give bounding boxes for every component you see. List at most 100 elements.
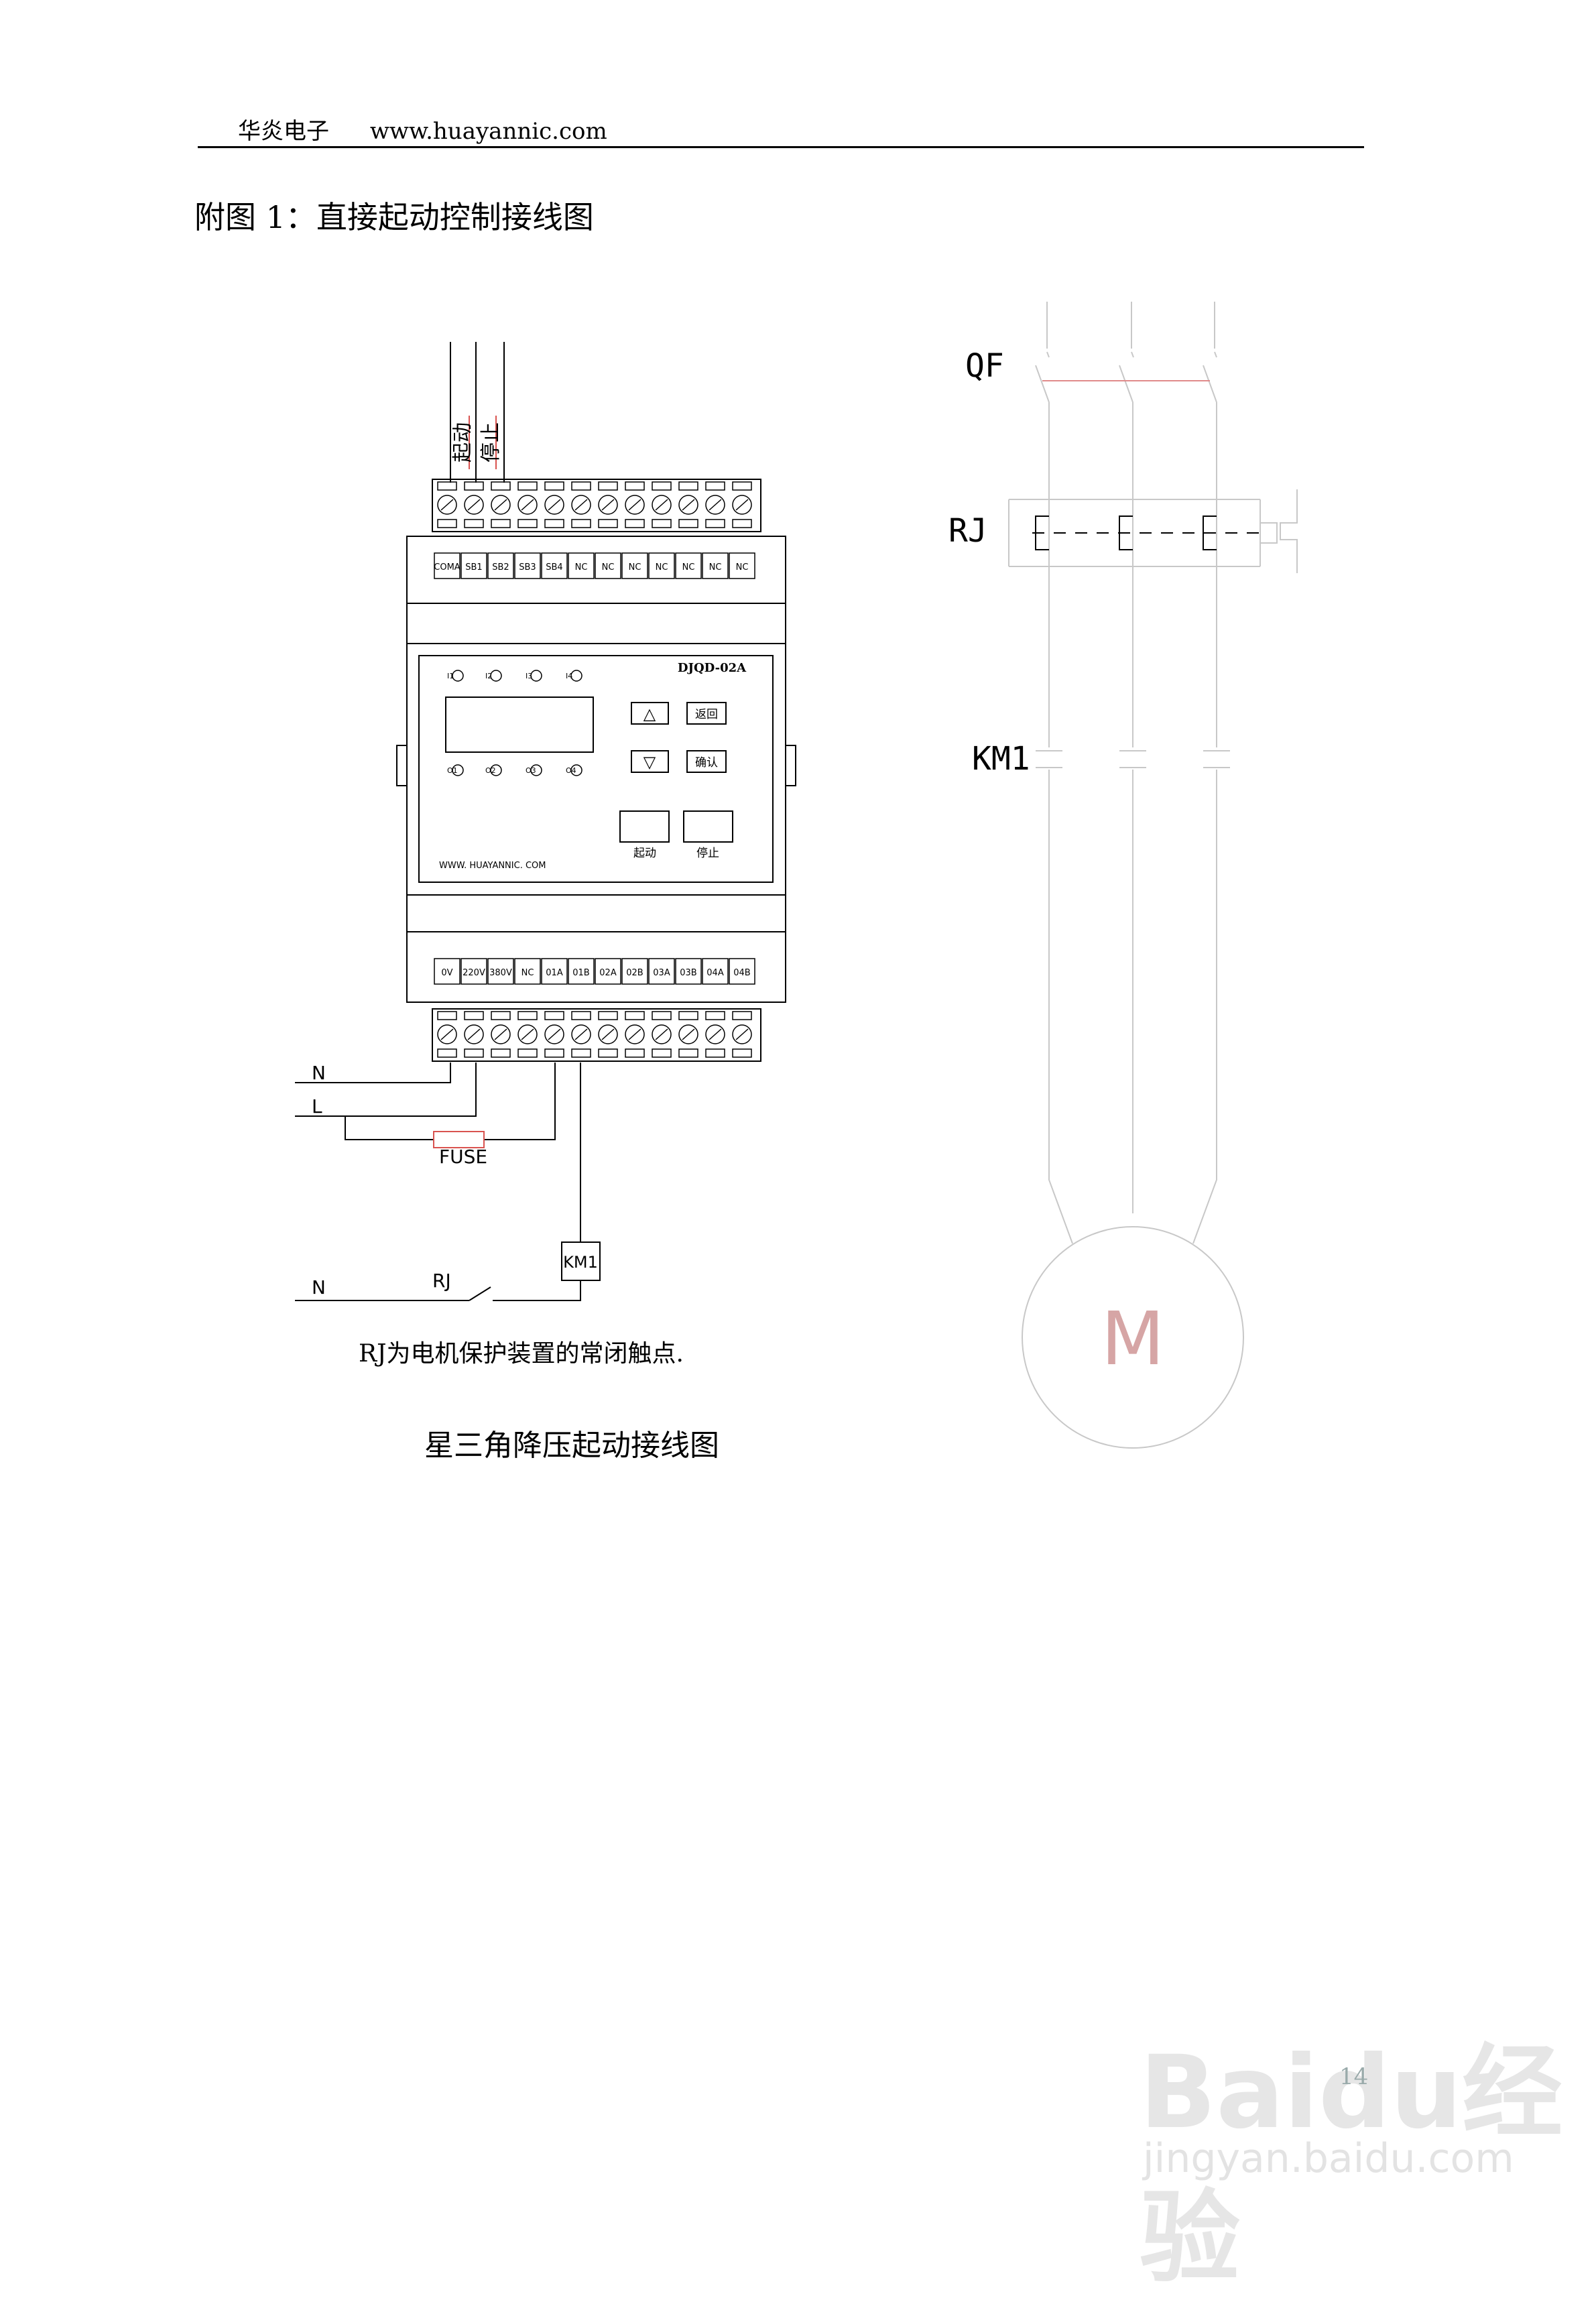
top-screw-3 xyxy=(491,481,511,528)
svg-text:03A: 03A xyxy=(653,968,670,978)
bottom-screw-10 xyxy=(678,1011,698,1058)
back-button[interactable]: 返回 xyxy=(686,702,727,725)
panel-url: WWW. HUAYANNIC. COM xyxy=(439,861,546,871)
bottom-screw-12 xyxy=(732,1011,752,1058)
top-terminal-8: NC xyxy=(621,552,648,579)
rj-note: RJ为电机保护装置的常闭触点. xyxy=(359,1340,684,1368)
output-led-o4: O4 xyxy=(566,764,582,776)
power-lines xyxy=(1008,302,1298,1449)
header-divider xyxy=(198,146,1364,148)
output-led-o3: O3 xyxy=(526,764,542,776)
svg-text:NC: NC xyxy=(682,562,695,572)
motor-label: M xyxy=(1101,1296,1165,1382)
power-circuit-diagram: QF RJ KM1 M xyxy=(948,302,1298,1449)
bottom-terminal-1: 0V xyxy=(434,958,461,985)
svg-text:确认: 确认 xyxy=(695,756,718,770)
svg-text:02B: 02B xyxy=(626,968,643,978)
top-screw-12 xyxy=(732,481,752,528)
input-led-i1: I1 xyxy=(447,670,464,682)
top-screw-10 xyxy=(678,481,698,528)
bottom-terminal-4: NC xyxy=(514,958,541,985)
svg-text:起动: 起动 xyxy=(633,847,656,860)
bottom-terminal-7: 02A xyxy=(595,958,621,985)
start-button[interactable]: 起动 xyxy=(619,810,670,860)
svg-text:01A: 01A xyxy=(546,968,563,978)
svg-text:SB4: SB4 xyxy=(546,562,562,572)
svg-text:I3: I3 xyxy=(526,672,532,680)
front-panel xyxy=(418,655,774,883)
bottom-terminal-9: 03A xyxy=(648,958,675,985)
bottom-screw-3 xyxy=(491,1011,511,1058)
svg-text:I4: I4 xyxy=(566,672,572,680)
bottom-screw-2 xyxy=(464,1011,484,1058)
svg-text:▽: ▽ xyxy=(643,753,656,772)
top-screw-8 xyxy=(625,481,645,528)
svg-text:03B: 03B xyxy=(680,968,696,978)
bottom-screw-terminals xyxy=(432,1008,761,1062)
neutral-label-1: N xyxy=(312,1062,326,1084)
bottom-terminal-10: 03B xyxy=(675,958,702,985)
bottom-terminal-12: 04B xyxy=(729,958,755,985)
input-led-i4: I4 xyxy=(566,670,582,682)
down-button[interactable]: ▽ xyxy=(631,750,669,773)
neutral-label-2: N xyxy=(312,1276,326,1298)
top-terminal-5: SB4 xyxy=(541,552,568,579)
rj-contact-label: RJ xyxy=(432,1270,451,1292)
top-screw-5 xyxy=(544,481,564,528)
top-terminal-11: NC xyxy=(702,552,729,579)
svg-text:△: △ xyxy=(643,705,656,723)
qf-label: QF xyxy=(965,347,1004,385)
figure-caption: 附图 1：直接起动控制接线图 xyxy=(194,199,594,235)
bottom-screw-7 xyxy=(598,1011,618,1058)
input-led-i2: I2 xyxy=(485,670,502,682)
top-terminal-1: COMA xyxy=(434,552,461,579)
model-label: DJQD-02A xyxy=(678,661,747,675)
bottom-screw-1 xyxy=(437,1011,457,1058)
svg-text:NC: NC xyxy=(521,968,534,978)
bottom-screw-4 xyxy=(517,1011,538,1058)
bottom-screw-6 xyxy=(571,1011,591,1058)
bottom-screw-9 xyxy=(652,1011,672,1058)
svg-text:NC: NC xyxy=(629,562,641,572)
top-screw-7 xyxy=(598,481,618,528)
svg-text:01B: 01B xyxy=(572,968,589,978)
rj-label: RJ xyxy=(948,512,987,550)
live-label: L xyxy=(312,1095,322,1117)
top-screw-terminals xyxy=(432,479,761,532)
stop-button[interactable]: 停止 xyxy=(683,810,733,860)
top-terminal-10: NC xyxy=(675,552,702,579)
top-terminal-3: SB2 xyxy=(487,552,514,579)
start-wire-label: 起动 xyxy=(451,422,475,463)
header-website: www.huayannic.com xyxy=(369,118,607,145)
confirm-button[interactable]: 确认 xyxy=(686,750,727,773)
top-screw-2 xyxy=(464,481,484,528)
svg-text:04A: 04A xyxy=(707,968,724,978)
bottom-terminal-11: 04A xyxy=(702,958,729,985)
star-delta-subtitle: 星三角降压起动接线图 xyxy=(424,1429,719,1463)
svg-text:停止: 停止 xyxy=(696,847,719,860)
controller-body xyxy=(406,536,786,1003)
up-button[interactable]: △ xyxy=(631,702,669,725)
svg-text:KM1: KM1 xyxy=(563,1253,598,1272)
svg-text:NC: NC xyxy=(656,562,668,572)
supply-wires xyxy=(295,1063,581,1301)
input-led-i3: I3 xyxy=(526,670,542,682)
bottom-terminal-3: 380V xyxy=(487,958,514,985)
top-screw-9 xyxy=(652,481,672,528)
svg-text:NC: NC xyxy=(575,562,588,572)
header-company: 华炎电子 xyxy=(238,118,329,145)
bottom-terminal-6: 01B xyxy=(568,958,595,985)
page-header: 华炎电子 www.huayannic.com xyxy=(238,113,641,145)
bottom-terminal-8: 02B xyxy=(621,958,648,985)
rj-heater-elements xyxy=(1035,516,1217,550)
svg-text:NC: NC xyxy=(736,562,749,572)
top-terminal-6: NC xyxy=(568,552,595,579)
bottom-screw-5 xyxy=(544,1011,564,1058)
page-number: 14 xyxy=(1339,2063,1369,2090)
input-wires xyxy=(450,342,505,483)
bottom-screw-8 xyxy=(625,1011,645,1058)
